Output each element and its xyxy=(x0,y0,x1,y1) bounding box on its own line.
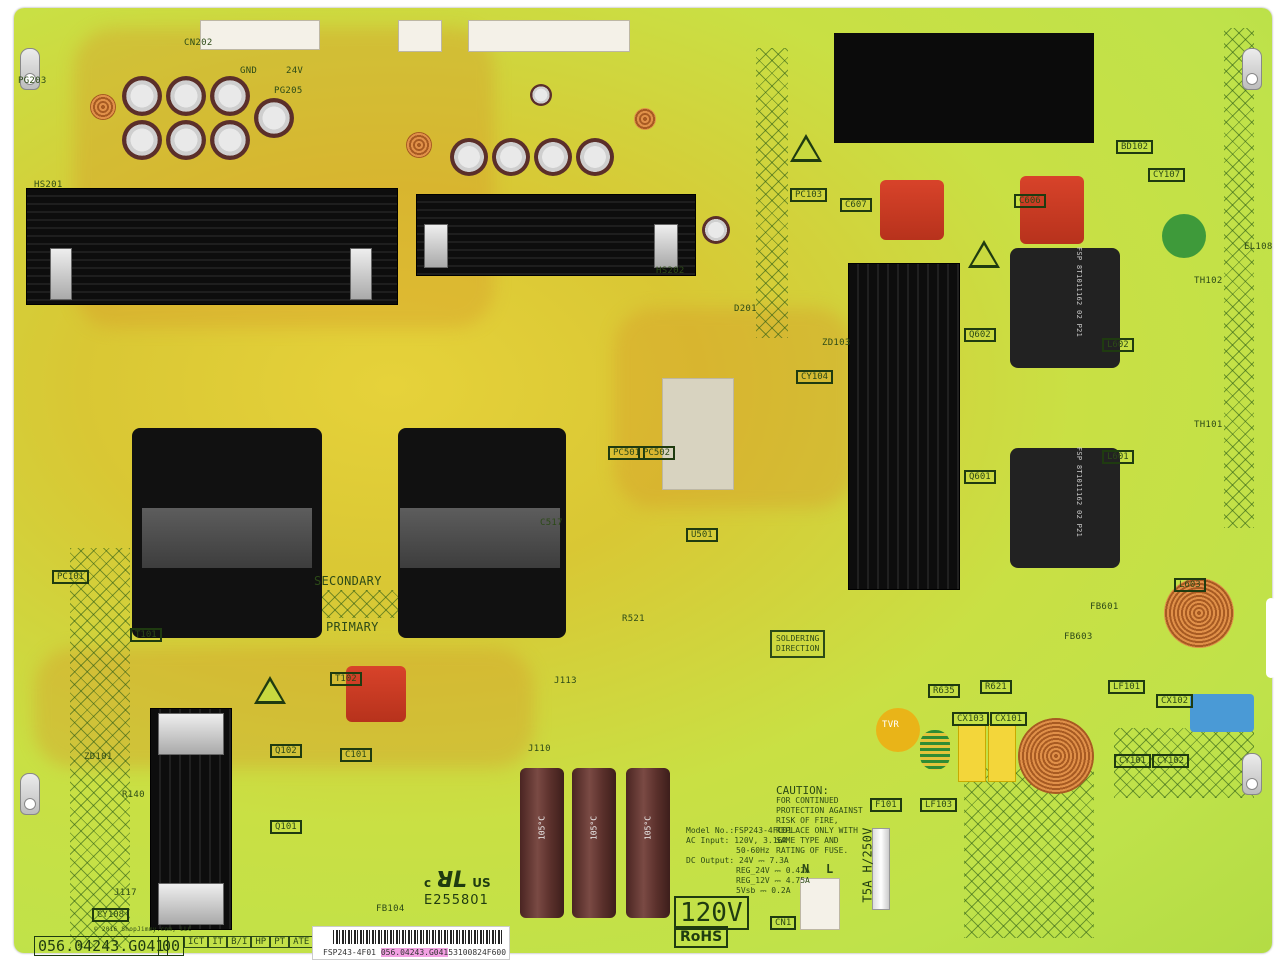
transformer-core-band xyxy=(142,508,312,568)
thermistor-th102 xyxy=(1162,214,1206,258)
capacitor-cx103 xyxy=(958,724,986,782)
capacitor-c410 xyxy=(254,98,294,138)
heatsink-clip xyxy=(424,224,448,268)
mounting-lug-pg201 xyxy=(1242,753,1262,795)
soldering-text: SOLDERING xyxy=(776,634,820,643)
capacitor-c404 xyxy=(166,76,206,116)
isolation-zone xyxy=(70,548,130,948)
soldering-direction-arrow: SOLDERING DIRECTION xyxy=(770,630,826,658)
copyright: © 2016 ShopJimmy.com, LLC xyxy=(94,926,192,933)
capacitor-c603: 105°C xyxy=(520,768,564,918)
high-voltage-warning-icon xyxy=(790,134,822,162)
isolation-zone xyxy=(1224,28,1254,528)
connector-cn202 xyxy=(200,20,320,50)
inductor-l301 xyxy=(634,108,656,130)
isolation-zone xyxy=(756,48,788,338)
board-slot xyxy=(1266,598,1276,678)
board-part-number: 056.04243.G041 xyxy=(34,936,169,956)
rating-specs: Model No.:FSP243-4FC01 AC Input: 120V, 3… xyxy=(686,826,810,895)
cn202-gnd-label: GND xyxy=(240,66,258,76)
high-voltage-warning-icon xyxy=(254,676,286,704)
capacitor-c303 xyxy=(530,84,552,106)
fuse-caution-text: CAUTION: FOR CONTINUED PROTECTION AGAINS… xyxy=(776,784,863,855)
capacitor-c402 xyxy=(166,120,206,160)
high-voltage-warning-icon xyxy=(968,240,1000,268)
transformer-l602 xyxy=(1010,248,1120,368)
capacitor-c602: 105°C xyxy=(572,768,616,918)
inspection-checkboxes: ICT IT B/I HP PT ATE xyxy=(184,936,314,948)
transformer-core-band xyxy=(400,508,560,568)
heatsink-hs202 xyxy=(416,194,696,276)
capacitor-c405 xyxy=(122,76,162,116)
isolation-zone xyxy=(1114,728,1254,798)
capacitor-c305 xyxy=(534,138,572,176)
heatsink-clip xyxy=(350,248,372,300)
heatsink-hs201 xyxy=(26,188,398,305)
capacitor-cx101 xyxy=(988,724,1016,782)
line-label: L xyxy=(826,862,834,876)
bridge-rectifier-block xyxy=(834,33,1094,143)
transformer-t501 xyxy=(662,378,734,490)
capacitor-c601: 105°C xyxy=(626,768,670,918)
capacitor-c606 xyxy=(1020,176,1084,244)
varistor-va101 xyxy=(876,708,920,752)
primary-label: PRIMARY xyxy=(326,620,379,634)
mounting-lug-pg202 xyxy=(20,773,40,815)
pcb-board: CN202 GND 24V FSP 8T1011162 02 P21 FSP 8… xyxy=(14,8,1276,960)
isolation-zone xyxy=(964,768,1094,938)
barcode-sticker: FSP243-4F01 056.04243.G04153100824F600 xyxy=(312,926,510,960)
mounting-lug-pg204 xyxy=(1242,48,1262,90)
heatsink-hs601 xyxy=(848,263,960,590)
capacitor-c306 xyxy=(576,138,614,176)
mounting-lug-pg203 xyxy=(20,48,40,90)
neutral-label: N xyxy=(802,862,810,876)
transformer-l601 xyxy=(1010,448,1120,568)
varistor-marking: TVR xyxy=(882,720,900,730)
secondary-label: SECONDARY xyxy=(314,574,382,588)
heatsink-clip xyxy=(158,713,224,755)
line-filter-lf103 xyxy=(920,730,950,770)
capacitor-c607 xyxy=(880,180,944,240)
board-revision: 00 xyxy=(158,936,185,956)
capacitor-c408 xyxy=(210,76,250,116)
rohs-marking: RoHS xyxy=(674,926,729,948)
cn202-24v-label: 24V xyxy=(286,66,304,76)
fuse-rating: T5A H/250V xyxy=(860,827,875,903)
ul-certification-mark: c ꓤL US E255801 xyxy=(424,868,491,908)
capacitor-cx102 xyxy=(1190,694,1254,732)
capacitor-c403 xyxy=(210,120,250,160)
heatsink-clip xyxy=(158,883,224,925)
voltage-marking: 120V xyxy=(674,896,749,930)
line-filter-lf101 xyxy=(1018,718,1094,794)
heatsink-clip xyxy=(654,224,678,268)
inductor-l401 xyxy=(406,132,432,158)
board-tint xyxy=(614,308,854,508)
capacitor-c301 xyxy=(450,138,488,176)
inductor-l402 xyxy=(90,94,116,120)
connector-cn101 xyxy=(468,20,630,52)
capacitor-c302 xyxy=(492,138,530,176)
connector-cn303 xyxy=(398,20,442,52)
capacitor-c201 xyxy=(702,216,730,244)
fuse-f101 xyxy=(872,828,890,910)
capacitor-c101 xyxy=(346,666,406,722)
capacitor-c401 xyxy=(122,120,162,160)
direction-text: DIRECTION xyxy=(776,644,820,653)
l601-marking: FSP 8T1011162 02 P21 xyxy=(1075,446,1084,538)
ac-input-connector-cn1 xyxy=(800,878,840,930)
l602-marking: FSP 8T1011162 02 P21 xyxy=(1075,246,1084,338)
heatsink-clip xyxy=(50,248,72,300)
